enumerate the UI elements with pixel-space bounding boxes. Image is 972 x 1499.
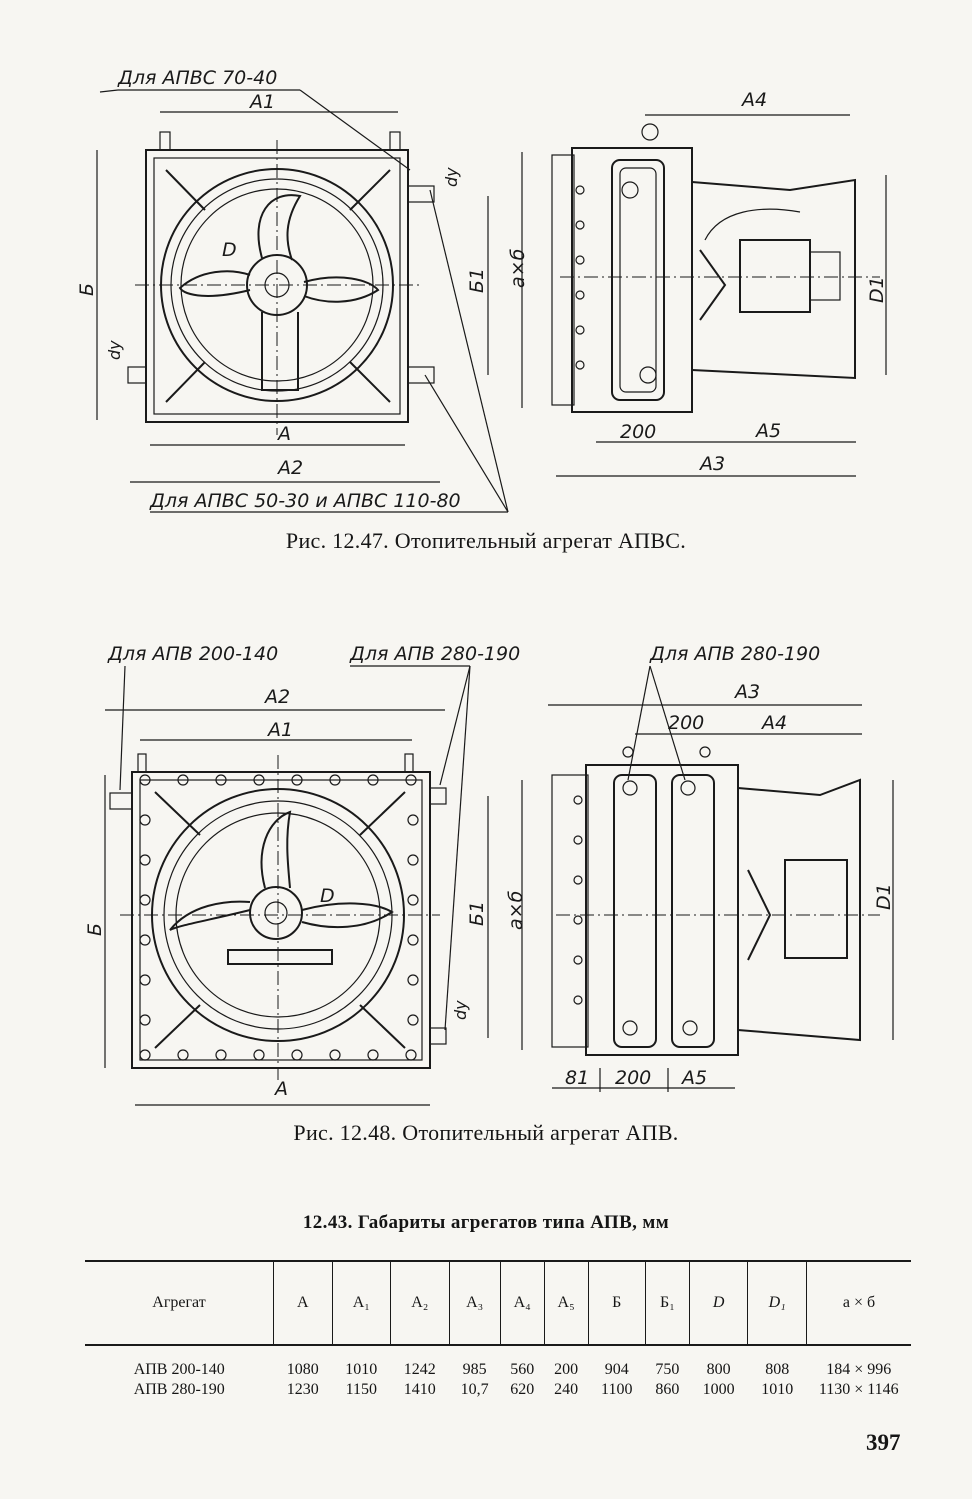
apvs-fan-blade — [257, 194, 302, 261]
label-apv-b1: Б1 — [466, 901, 488, 926]
label-apvs-a1: А1 — [248, 91, 275, 113]
col-header: А₂ — [390, 1260, 450, 1346]
table-cell: 184 × 996 — [826, 1361, 892, 1378]
label-apvs-dy-left: dу — [105, 340, 124, 360]
label-apv-a3: А3 — [733, 681, 760, 703]
label-apv-a2: А2 — [263, 686, 290, 708]
table-cell: 985 — [462, 1361, 487, 1378]
label-apvs-dy-right: dу — [442, 167, 461, 187]
table-cell: АПВ 280-190 — [133, 1381, 225, 1398]
page-number: 397 — [866, 1430, 901, 1455]
table-cell: 1150 — [345, 1381, 377, 1398]
table-row: АПВ 200-140 1080 1010 1242 985 560 200 9… — [85, 1345, 911, 1380]
figure-apvs-caption: Рис. 12.47. Отопительный агрегат АПВС. — [285, 528, 687, 553]
table-cell: 620 — [510, 1381, 535, 1398]
table-cell: АПВ 200-140 — [133, 1361, 225, 1378]
col-header: D₁ — [747, 1260, 807, 1346]
apv-side-heater — [585, 764, 739, 1056]
label-apvs-b: Б — [76, 283, 98, 296]
col-header: D — [688, 1260, 748, 1346]
label-apv-200-bottom: 200 — [615, 1067, 651, 1089]
apvs-motor — [739, 239, 811, 313]
table-cell: 860 — [655, 1381, 680, 1398]
label-apv-b: Б — [84, 923, 106, 936]
col-header: Б₁ — [644, 1260, 690, 1346]
apv-fan-blade — [169, 900, 251, 931]
apvs-side-heater — [571, 147, 693, 413]
figure-apv: Для АПВ 200-140 Для АПВ 280-190 Для АПВ … — [0, 630, 972, 1110]
table-cell: 240 — [554, 1381, 579, 1398]
dimensions-table: Агрегат А А₁ А₂ А₃ А₄ А₅ Б Б₁ D D₁ а × б… — [85, 1260, 911, 1400]
label-apvs-d: D — [222, 239, 237, 261]
label-apvs-d1: D1 — [866, 276, 888, 303]
label-apv-81: 81 — [565, 1067, 589, 1089]
label-apv-axb: а×б — [505, 890, 527, 930]
table-cell: 1130 × 1146 — [818, 1381, 899, 1398]
callout-apv-280-190-right: Для АПВ 280-190 — [649, 643, 820, 665]
label-apv-a5: А5 — [680, 1067, 707, 1089]
label-apv-a1: А1 — [266, 719, 293, 741]
table-cell: 10,7 — [460, 1381, 489, 1398]
callout-apvs-70-40: Для АПВС 70-40 — [117, 67, 277, 89]
col-header: Б — [587, 1260, 646, 1346]
col-header: А₃ — [448, 1260, 501, 1346]
label-apv-d1: D1 — [873, 883, 895, 910]
callout-apvs-50-30: Для АПВС 50-30 и АПВС 110-80 — [149, 490, 461, 512]
label-apvs-a5: А5 — [754, 420, 781, 442]
col-header: Агрегат — [85, 1260, 274, 1346]
table-title: 12.43. Габариты агрегатов типа АПВ, мм — [302, 1212, 670, 1233]
table-cell: 1410 — [403, 1381, 436, 1398]
table-header-row: Агрегат А А₁ А₂ А₃ А₄ А₅ Б Б₁ D D₁ а × б — [85, 1260, 911, 1346]
label-apvs-b1: Б1 — [466, 268, 488, 293]
table-cell: 1080 — [286, 1361, 319, 1378]
table-cell: 904 — [604, 1361, 629, 1378]
col-header: А₅ — [543, 1260, 589, 1346]
col-header: А₄ — [499, 1260, 545, 1346]
apv-motor — [784, 859, 848, 959]
table-cell: 1010 — [761, 1381, 794, 1398]
label-apv-d: D — [320, 885, 335, 907]
label-apv-dy: dу — [451, 1000, 470, 1020]
table-cell: 1230 — [286, 1381, 319, 1398]
apvs-side-casing — [691, 178, 856, 380]
table-cell: 808 — [765, 1361, 790, 1378]
col-header: а × б — [806, 1260, 911, 1346]
table-row: АПВ 280-190 1230 1150 1410 10,7 620 240 … — [85, 1380, 911, 1400]
apv-front-housing — [131, 771, 431, 1069]
table-cell: 200 — [554, 1361, 579, 1378]
figure-apv-drawing: Для АПВ 200-140 Для АПВ 280-190 Для АПВ … — [84, 643, 895, 1106]
figure-apvs-drawing: Для АПВС 70-40 D А1 А А2 Б Б1 dу dу — [76, 67, 888, 513]
callout-apv-200-140: Для АПВ 200-140 — [107, 643, 278, 665]
label-apvs-200: 200 — [620, 421, 656, 443]
label-apv-200-top: 200 — [668, 712, 704, 734]
table-cell: 800 — [706, 1361, 731, 1378]
figure-apv-caption: Рис. 12.48. Отопительный агрегат АПВ. — [293, 1120, 679, 1145]
label-apvs-a2: А2 — [276, 457, 303, 479]
figure-apvs: Для АПВС 70-40 D А1 А А2 Б Б1 dу dу — [0, 0, 972, 530]
table-cell: 1242 — [403, 1361, 436, 1378]
table-cell: 1000 — [702, 1381, 735, 1398]
callout-apv-280-190-left: Для АПВ 280-190 — [349, 643, 520, 665]
label-apvs-a4: А4 — [740, 89, 767, 111]
label-apv-a: А — [273, 1078, 288, 1100]
label-apvs-a: А — [276, 423, 291, 445]
col-header: А₁ — [331, 1260, 391, 1346]
table-cell: 560 — [510, 1361, 535, 1378]
apv-fan-hub — [249, 886, 303, 940]
table-cell: 1100 — [601, 1381, 633, 1398]
table-cell: 1010 — [345, 1361, 378, 1378]
table-cell: 750 — [655, 1361, 680, 1378]
col-header: А — [273, 1260, 333, 1346]
label-apvs-a3: А3 — [698, 453, 725, 475]
label-apvs-axb: а×б — [507, 248, 529, 288]
label-apv-a4: А4 — [760, 712, 787, 734]
apv-side-casing — [737, 778, 861, 1042]
